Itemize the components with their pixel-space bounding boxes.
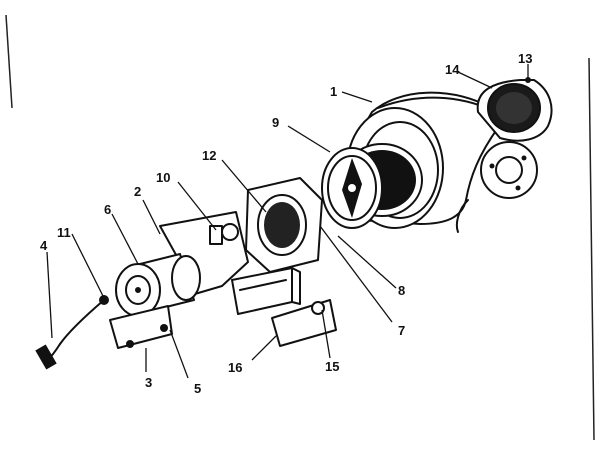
callout-2: 2 <box>134 184 141 199</box>
cover-box <box>231 267 301 315</box>
motor <box>115 253 201 317</box>
outlet-flange <box>480 141 538 199</box>
callout-3: 3 <box>145 375 152 390</box>
callout-14: 14 <box>445 62 460 77</box>
power-cord <box>35 295 109 370</box>
scan-edge-left <box>5 14 13 109</box>
callout-16: 16 <box>228 360 242 375</box>
mounting-plate <box>245 177 323 273</box>
leader-lines <box>46 64 529 379</box>
scan-edge-right <box>588 57 595 441</box>
callout-8: 8 <box>398 283 405 298</box>
callout-6: 6 <box>104 202 111 217</box>
callout-15: 15 <box>325 359 339 374</box>
inlet-plate <box>476 77 553 142</box>
callout-10: 10 <box>156 170 170 185</box>
callout-13: 13 <box>518 51 532 66</box>
access-plate <box>271 299 337 347</box>
blower-wheel <box>321 143 423 229</box>
callout-5: 5 <box>194 381 201 396</box>
callout-11: 11 <box>57 225 71 240</box>
callout-1: 1 <box>330 84 337 99</box>
callout-12: 12 <box>202 148 216 163</box>
callout-4: 4 <box>40 238 48 253</box>
callout-9: 9 <box>272 115 279 130</box>
callout-7: 7 <box>398 323 405 338</box>
